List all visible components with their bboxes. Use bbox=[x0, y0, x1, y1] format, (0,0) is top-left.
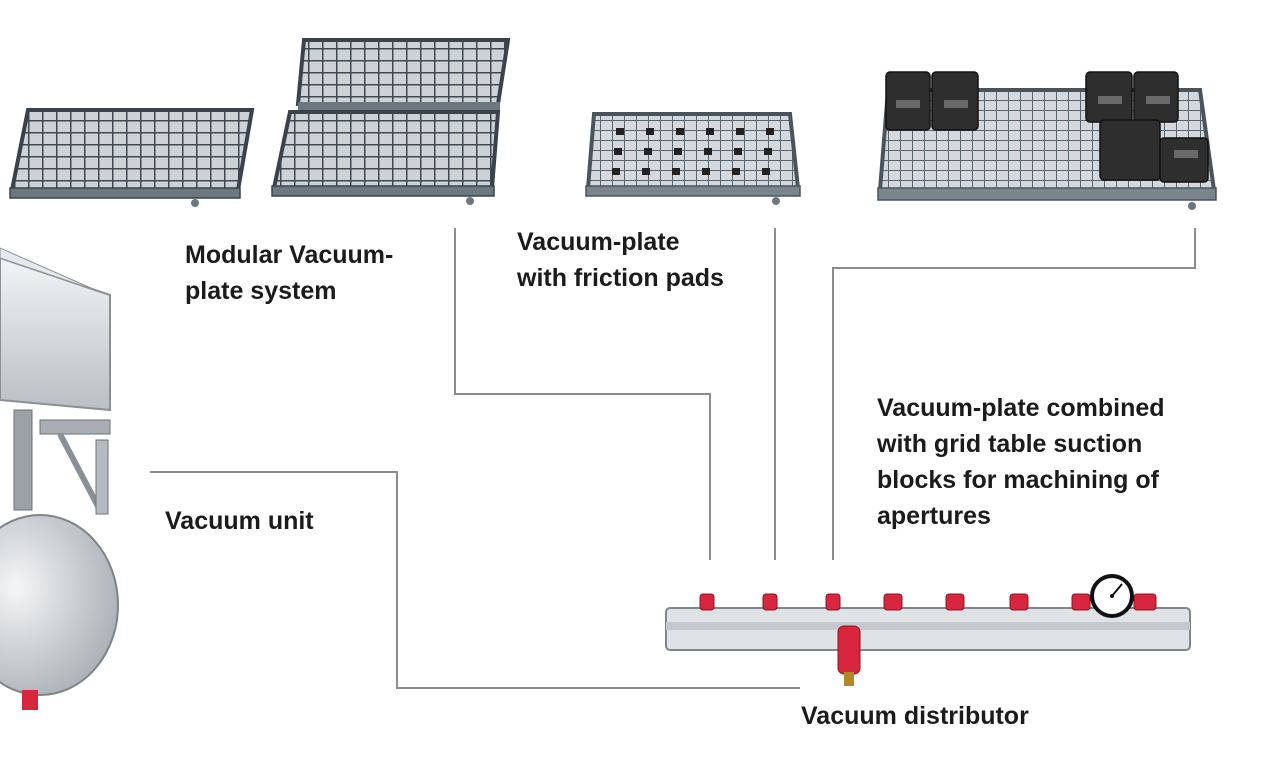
vacuum-unit bbox=[0, 247, 119, 710]
modular-plate-left bbox=[9, 108, 255, 207]
vacuum-distributor-label: Vacuum distributor bbox=[801, 702, 1029, 730]
combined-suction-block-plate bbox=[877, 71, 1217, 210]
pressure-gauge-icon bbox=[1090, 574, 1134, 618]
vacuum-unit-label: Vacuum unit bbox=[165, 507, 314, 535]
friction-pad-plate bbox=[585, 112, 801, 205]
friction-plate-label: Vacuum-plate with friction pads bbox=[517, 228, 724, 292]
leader-lines bbox=[150, 228, 1196, 689]
combined-plate-label: Vacuum-plate combined with grid table su… bbox=[877, 394, 1165, 530]
modular-plate-label: Modular Vacuum- plate system bbox=[185, 241, 394, 305]
vacuum-distributor bbox=[665, 593, 1191, 686]
modular-plate-stack bbox=[271, 38, 511, 205]
